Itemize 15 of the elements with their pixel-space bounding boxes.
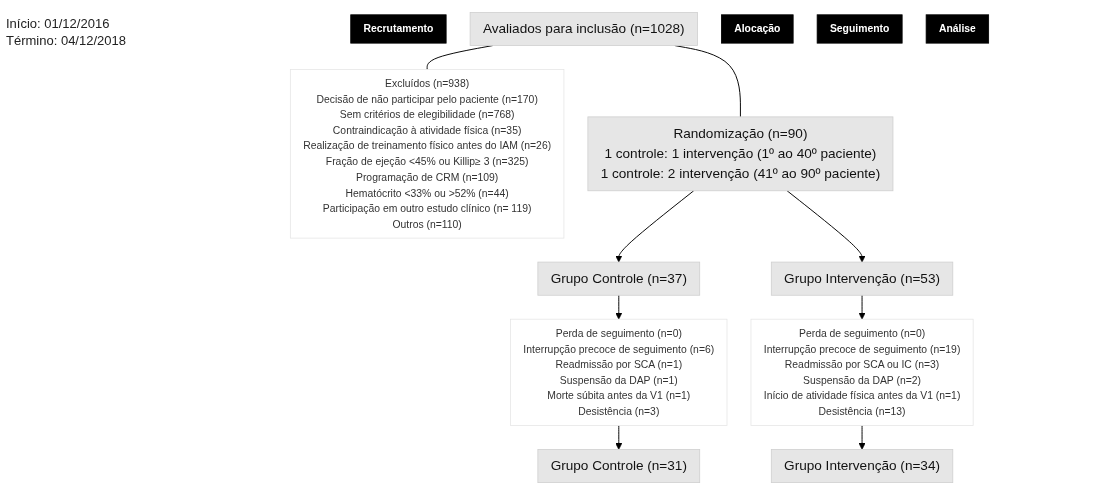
node-box: Análise: [925, 14, 990, 44]
node-box: Perda de seguimento (n=0) Interrupção precoce de seguimento (n=6) Readmissão por SCA (n=1) Suspensão da DAP (n=1) Morte súbita antes da V1 (n=1) Desistência (n=3): [510, 318, 728, 426]
node-box: Avaliados para inclusão (n=1028): [469, 12, 698, 46]
date-note: Término: 04/12/2018: [6, 33, 127, 48]
date-note: Início: 01/12/2016: [6, 16, 111, 31]
node-box: Perda de seguimento (n=0) Interrupção precoce de seguimento (n=19) Readmissão por SCA ou IC (n=3) Suspensão da DAP (n=2) Início de atividade física antes da V1 (n=1) Desistência (n=13): [750, 318, 974, 426]
node-box: Grupo Controle (n=37): [537, 261, 701, 296]
node-box: Randomização (n=90) 1 controle: 1 intervenção (1º ao 40º paciente) 1 controle: 2 intervenção (41º ao 90º paciente): [587, 116, 894, 192]
node-box: Grupo Intervenção (n=34): [770, 449, 954, 483]
node-box: Recrutamento: [350, 14, 447, 44]
node-box: Seguimento: [816, 14, 903, 44]
node-box: Alocação: [721, 14, 794, 44]
node-box: Grupo Controle (n=31): [537, 449, 701, 483]
node-box: Grupo Intervenção (n=53): [770, 261, 954, 296]
node-box: Excluídos (n=938) Decisão de não participar pelo paciente (n=170) Sem critérios de elegibilidade (n=768) Contraindicação à atividade física (n=35) Realização de treinamento físico antes do IAM (n=26) Fração de ejeção <45% ou Killip≥ 3 (n=325) Programação de CRM (n=109) Hematócrito <33% ou >52% (n=44) Participação em outro estudo clínico (n= 119) Outros (n=110): [289, 69, 565, 239]
